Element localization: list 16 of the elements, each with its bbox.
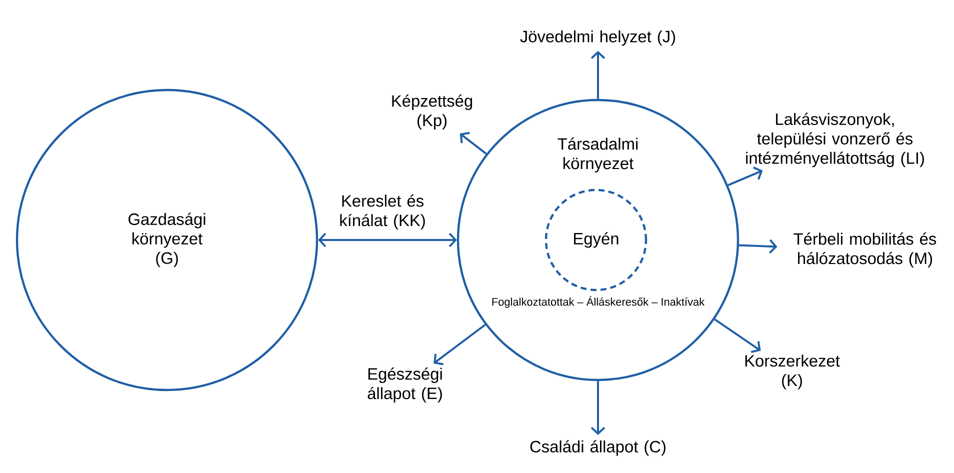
arrow — [318, 232, 457, 248]
factor-label: Korszerkezet (K) — [745, 354, 840, 390]
arrow — [590, 50, 606, 99]
arrow — [738, 239, 778, 254]
factor-label: Lakásviszonyok, települési vonzerő és intézményellátottság (LI) — [746, 112, 924, 168]
factor-label: Jövedelmi helyzet (J) — [520, 30, 676, 46]
factor-label: Egészségi állapot (E) — [368, 368, 442, 402]
factor-label: Képzettség (Kp) — [392, 94, 472, 130]
factor-label: Családi állapot (C) — [530, 440, 666, 456]
arrow — [728, 166, 763, 186]
factor-label: Térbeli mobilitás és hálózatosodás (M) — [794, 232, 936, 268]
edge-label: Kereslet és kínálat (KK) — [340, 194, 425, 230]
arrow — [590, 381, 606, 436]
arrow — [714, 318, 761, 353]
arrow — [434, 324, 486, 366]
arrow — [460, 132, 487, 155]
